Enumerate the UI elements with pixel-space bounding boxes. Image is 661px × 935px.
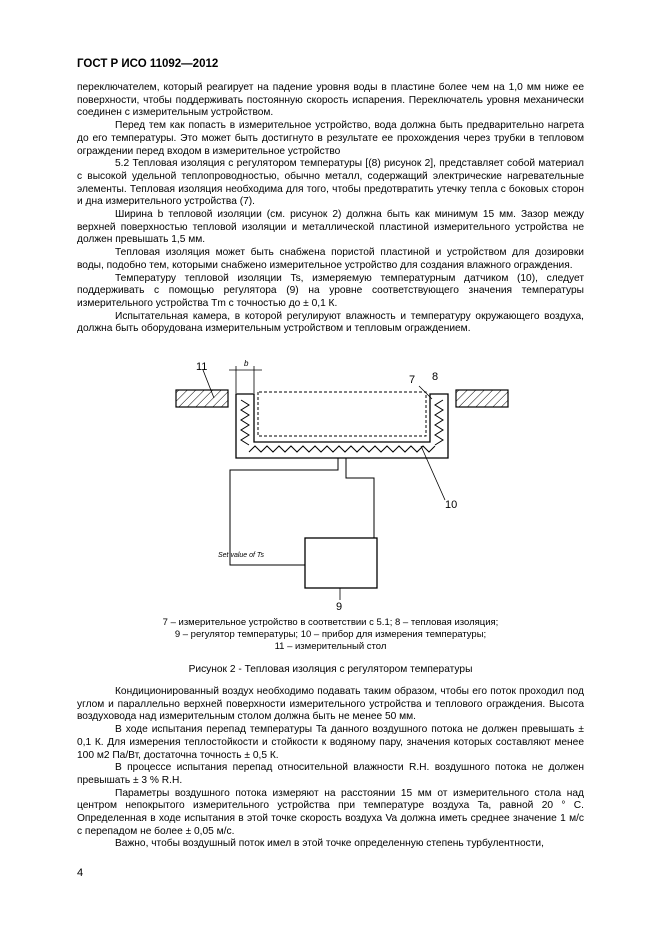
measuring-device xyxy=(257,391,427,437)
thermal-guard xyxy=(235,393,449,459)
paragraph: В ходе испытания перепад температуры Ta … xyxy=(77,724,584,761)
heater-left xyxy=(240,399,250,446)
fig-label-9: 9 xyxy=(336,601,342,613)
paragraph: Тепловая изоляция может быть снабжена по… xyxy=(77,247,584,271)
legend-line: 9 – регулятор температуры; 10 – прибор д… xyxy=(174,629,487,640)
legend-line: 11 – измерительный стол xyxy=(274,641,387,652)
paragraph: Параметры воздушного потока измеряют на … xyxy=(77,787,584,837)
fig-label-10: 10 xyxy=(445,499,457,511)
temperature-regulator xyxy=(304,537,378,589)
paragraph: переключателем, который реагирует на пад… xyxy=(77,82,584,119)
fig-label-7: 7 xyxy=(409,374,415,386)
paragraph: Кондиционированный воздух необходимо под… xyxy=(77,686,584,723)
paragraph: 5.2 Тепловая изоляция с регулятором темп… xyxy=(77,158,584,208)
text-block-top: переключателем, который реагирует на пад… xyxy=(77,82,584,336)
measuring-table-right xyxy=(455,389,509,408)
paragraph: Важно, чтобы воздушный поток имел в этой… xyxy=(115,838,544,850)
figure-thermal-guard-diagram: 11 b 7 8 10 9 Set value of Ts xyxy=(175,359,509,613)
paragraph: Температуру тепловой изоляции Ts, измеря… xyxy=(77,272,584,309)
fig-label-8: 8 xyxy=(432,371,438,383)
heater-right xyxy=(434,399,444,446)
paragraph: В процессе испытания перепад относительн… xyxy=(77,762,584,786)
text-block-bottom: Кондиционированный воздух необходимо под… xyxy=(77,686,584,851)
setpoint-label: Set value of Ts xyxy=(218,552,265,559)
heater-bottom xyxy=(248,445,436,453)
page-number: 4 xyxy=(77,867,84,879)
measuring-table-left xyxy=(175,389,229,408)
legend-line: 7 – измерительное устройство в соответст… xyxy=(162,617,499,628)
fig-label-b: b xyxy=(244,359,249,368)
paragraph: Ширина b тепловой изоляции (см. рисунок … xyxy=(77,209,584,246)
figure-legend: 7 – измерительное устройство в соответст… xyxy=(77,617,584,653)
figure-caption: Рисунок 2 - Тепловая изоляция с регулято… xyxy=(188,664,473,675)
fig-label-11: 11 xyxy=(196,361,207,373)
paragraph: Испытательная камера, в которой регулиру… xyxy=(77,310,584,335)
paragraph: Перед тем как попасть в измерительное ус… xyxy=(77,120,584,157)
document-header: ГОСТ Р ИСО 11092—2012 xyxy=(77,58,219,70)
